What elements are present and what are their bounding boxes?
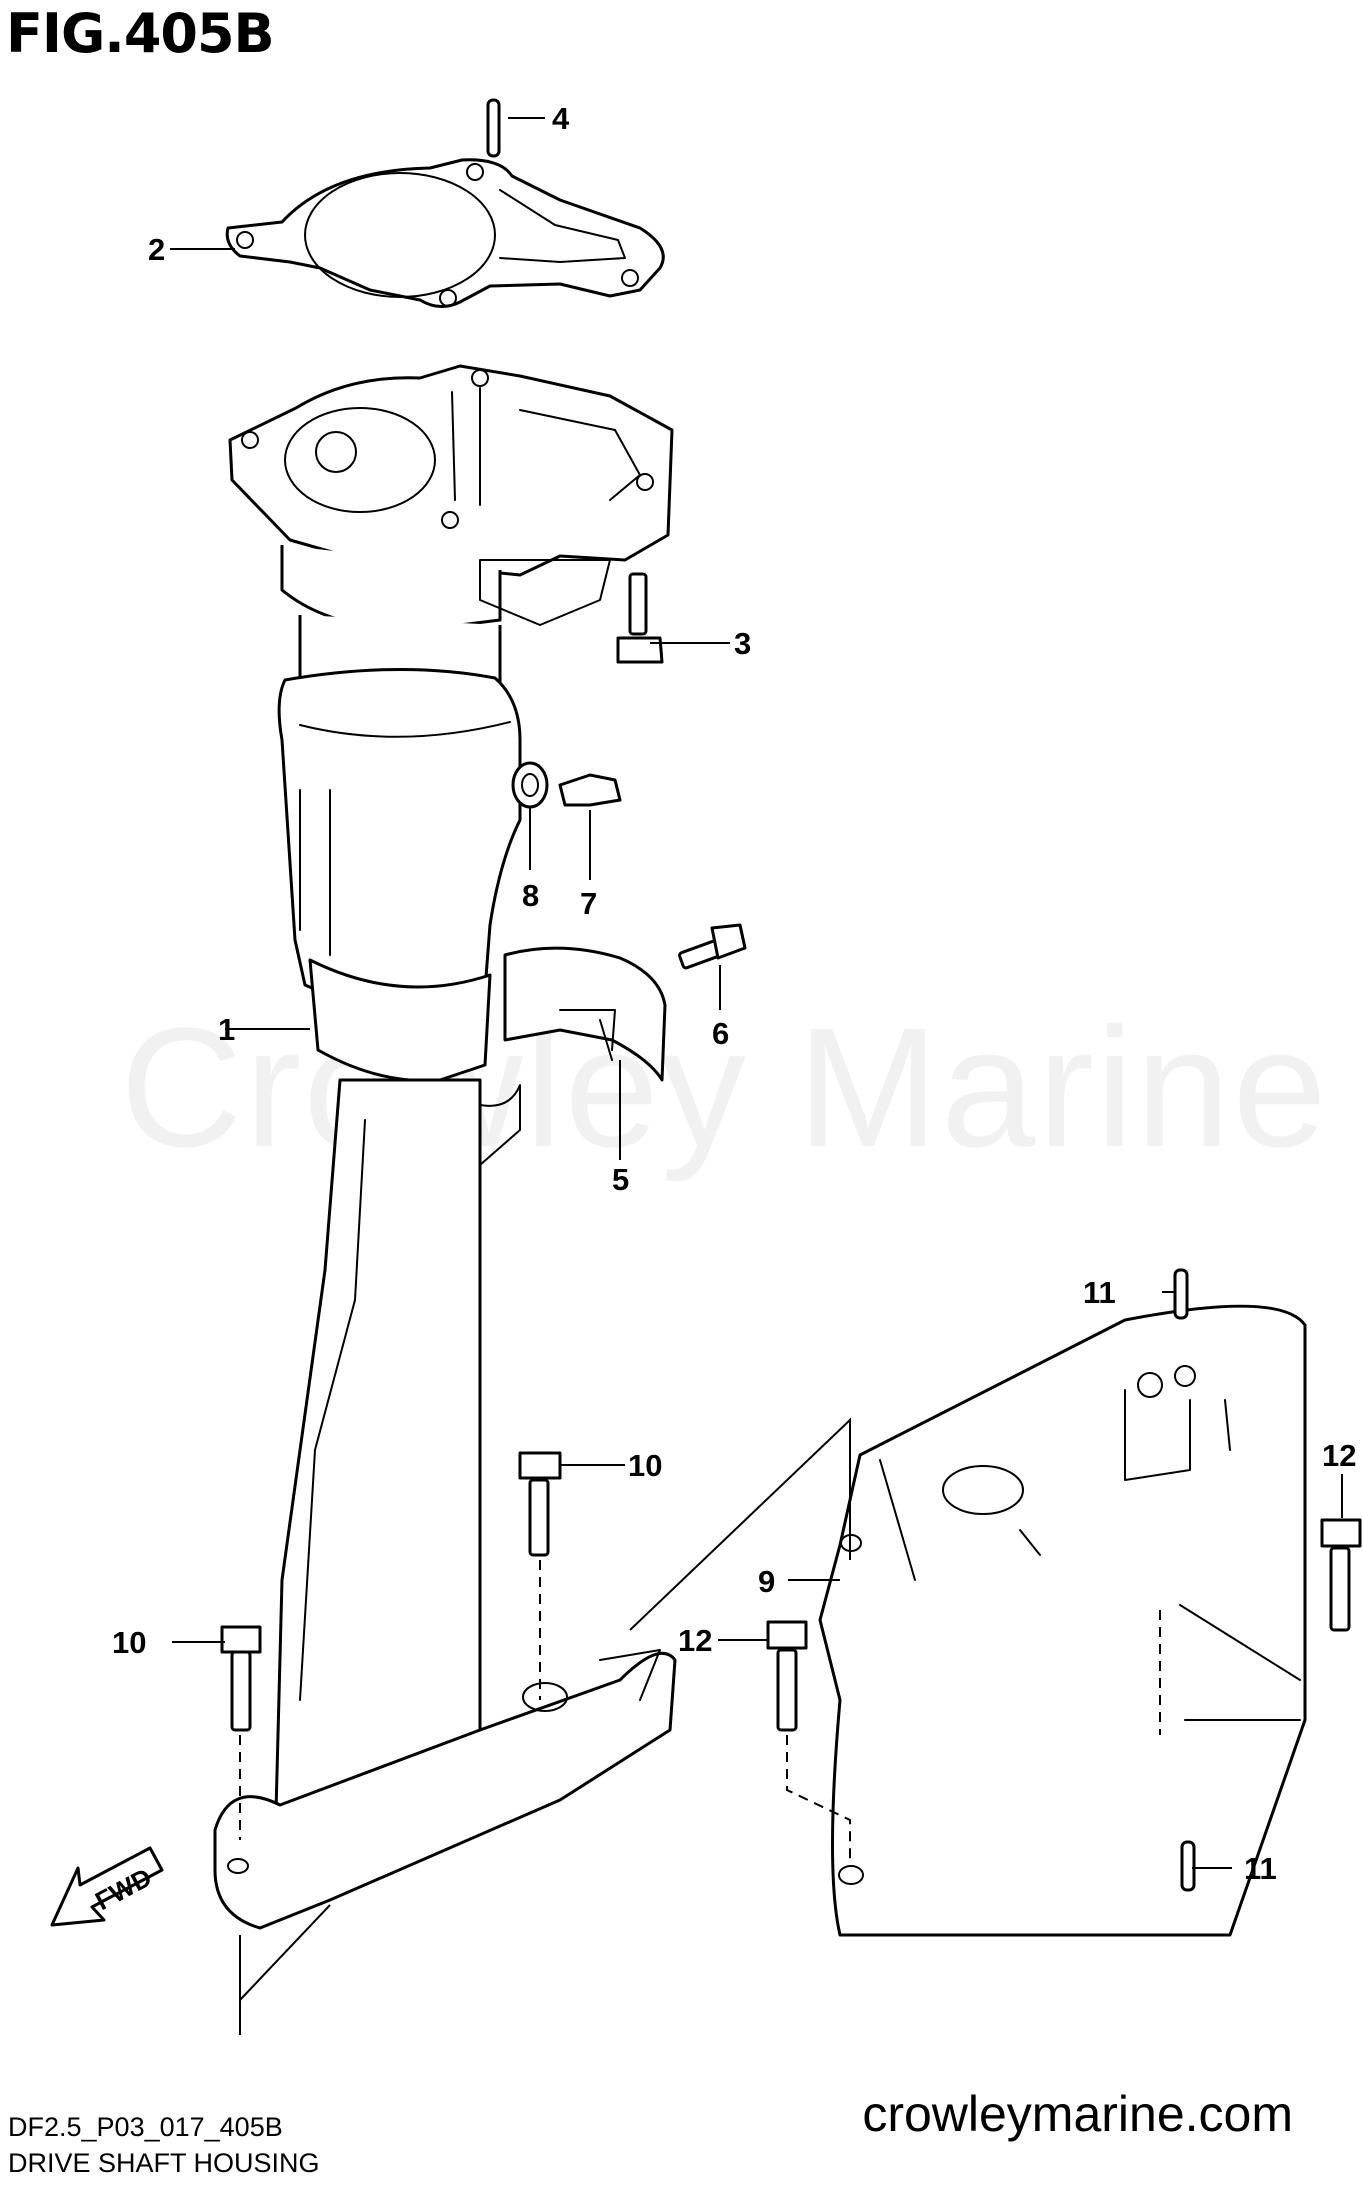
part-1-drive-shaft-housing[interactable] [213, 364, 677, 2035]
callout-11-lower: 11 [1244, 1851, 1277, 1886]
figure-title: FIG.405B [6, 2, 275, 65]
callout-3: 3 [734, 626, 751, 661]
part-8-washer[interactable] [511, 761, 549, 809]
fwd-direction-arrow: FWD [50, 1846, 164, 1927]
part-11-pin-upper[interactable] [1173, 1268, 1189, 1320]
site-url: crowleymarine.com [862, 2086, 1293, 2142]
callout-labels: 1 2 3 4 5 6 7 8 9 10 10 11 11 12 12 [112, 101, 1356, 1886]
part-3-bolt[interactable] [616, 572, 664, 664]
callout-11-upper: 11 [1083, 1275, 1116, 1310]
callout-1: 1 [218, 1012, 235, 1047]
part-10-bolt-lower[interactable] [220, 1625, 262, 1732]
callout-9: 9 [758, 1564, 775, 1599]
diagram-code: DF2.5_P03_017_405B [8, 2112, 283, 2142]
callout-10-upper: 10 [628, 1448, 662, 1483]
diagram-caption: DRIVE SHAFT HOUSING [8, 2148, 320, 2178]
part-6-bolt[interactable] [678, 923, 747, 970]
callout-7: 7 [580, 886, 597, 921]
part-4-pin[interactable] [486, 98, 501, 158]
callout-10-lower: 10 [112, 1625, 146, 1660]
part-2-gasket[interactable] [225, 158, 665, 308]
part-9-lower-cover[interactable] [818, 1304, 1307, 1937]
callout-6: 6 [712, 1016, 729, 1051]
callout-2: 2 [148, 232, 165, 267]
leader-lines [170, 117, 1343, 1869]
part-10-bolt-upper[interactable] [518, 1451, 562, 1557]
callout-12-right: 12 [1322, 1438, 1356, 1473]
part-11-pin-lower[interactable] [1180, 1840, 1196, 1892]
part-12-bolt-right[interactable] [1320, 1518, 1362, 1632]
callout-5: 5 [612, 1162, 629, 1197]
part-5-clamp[interactable] [503, 946, 667, 1082]
part-7-plug[interactable] [558, 773, 622, 807]
callout-12-left: 12 [678, 1623, 712, 1658]
callout-8: 8 [522, 878, 539, 913]
callout-4: 4 [552, 101, 570, 136]
part-12-bolt-left[interactable] [766, 1620, 808, 1732]
